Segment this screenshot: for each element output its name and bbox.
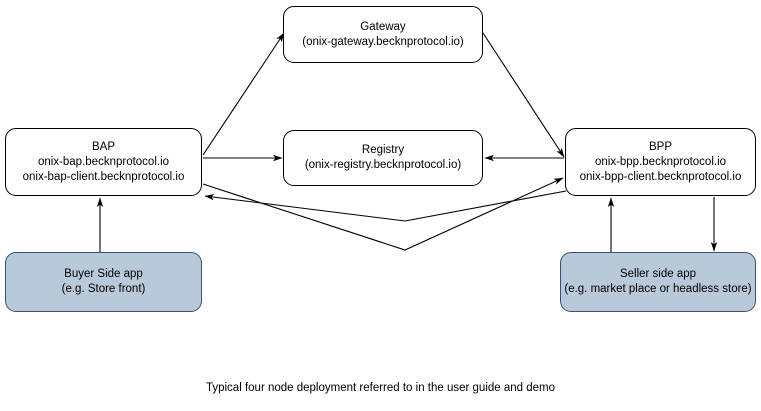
node-bpp-host: onix-bpp.becknprotocol.io	[594, 155, 727, 168]
edge-bap-to-gateway	[202, 32, 285, 156]
node-buyer-side-app[interactable]: Buyer Side app (e.g. Store front)	[5, 252, 202, 312]
node-bpp-title: BPP	[648, 140, 672, 153]
node-buyer-side-app-title: Buyer Side app	[64, 268, 143, 280]
node-bpp-client-host: onix-bpp-client.becknprotocol.io	[579, 170, 742, 183]
edge-bap-to-bpp	[202, 177, 564, 251]
node-gateway[interactable]: Gateway (onix-gateway.becknprotocol.io)	[283, 6, 483, 63]
node-bap-client-host: onix-bap-client.becknprotocol.io	[22, 170, 185, 183]
node-registry-subtitle: (onix-registry.becknprotocol.io)	[304, 159, 462, 171]
edge-gateway-to-bpp	[482, 32, 565, 158]
node-seller-side-app-subtitle: (e.g. market place or headless store)	[564, 283, 752, 295]
node-registry[interactable]: Registry (onix-registry.becknprotocol.io…	[283, 130, 483, 186]
node-gateway-subtitle: (onix-gateway.becknprotocol.io)	[302, 35, 464, 48]
diagram-caption: Typical four node deployment referred to…	[205, 382, 556, 394]
node-registry-title: Registry	[361, 144, 405, 156]
node-bap-host: onix-bap.becknprotocol.io	[37, 155, 170, 168]
node-seller-side-app-title: Seller side app	[619, 268, 697, 280]
node-bap[interactable]: BAP onix-bap.becknprotocol.io onix-bap-c…	[5, 128, 202, 196]
node-gateway-title: Gateway	[360, 20, 406, 33]
node-buyer-side-app-subtitle: (e.g. Store front)	[61, 283, 146, 295]
node-seller-side-app[interactable]: Seller side app (e.g. market place or he…	[560, 252, 756, 312]
node-bpp[interactable]: BPP onix-bpp.becknprotocol.io onix-bpp-c…	[565, 128, 756, 196]
edge-bpp-to-bap	[204, 190, 567, 222]
node-bap-title: BAP	[91, 140, 115, 153]
